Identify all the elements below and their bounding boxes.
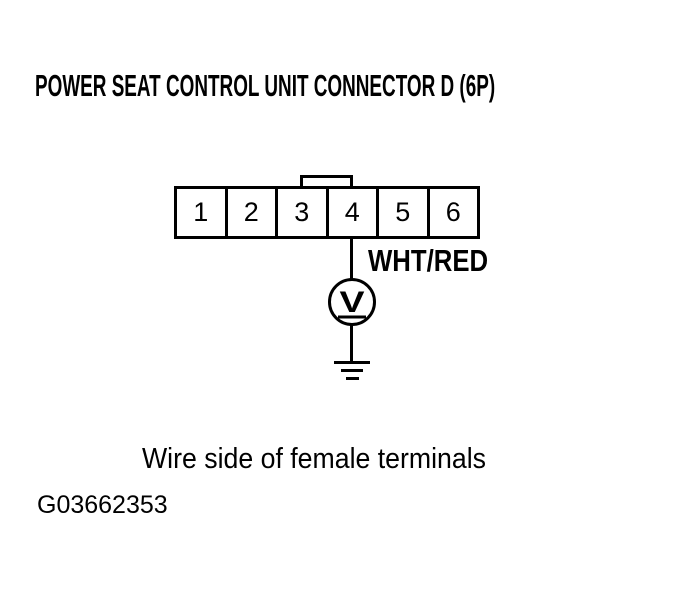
pin-cell-3: 3 [278, 189, 329, 236]
page-title: POWER SEAT CONTROL UNIT CONNECTOR D (6P) [35, 68, 496, 103]
figure-id: G03662353 [37, 491, 168, 519]
ground-bar-1 [334, 361, 370, 364]
ground-bar-3 [345, 377, 359, 380]
wire-from-pin-4 [350, 239, 353, 280]
wire-color-label: WHT/RED [368, 243, 489, 278]
voltmeter-icon: V [328, 278, 376, 326]
voltmeter-symbol: V [339, 285, 364, 319]
terminal-view-caption: Wire side of female terminals [142, 443, 486, 475]
ground-icon [334, 361, 370, 380]
ground-bar-2 [341, 369, 363, 372]
connector-pin-row: 1 2 3 4 5 6 [174, 186, 480, 239]
pin-cell-5: 5 [379, 189, 430, 236]
pin-cell-6: 6 [445, 197, 461, 227]
pin-cell-2: 2 [228, 189, 278, 236]
pin-cell-4: 4 [329, 189, 379, 236]
pin-cell-1: 1 [177, 189, 228, 236]
wire-to-ground [350, 324, 353, 362]
connector-polarization-tab [300, 175, 353, 189]
